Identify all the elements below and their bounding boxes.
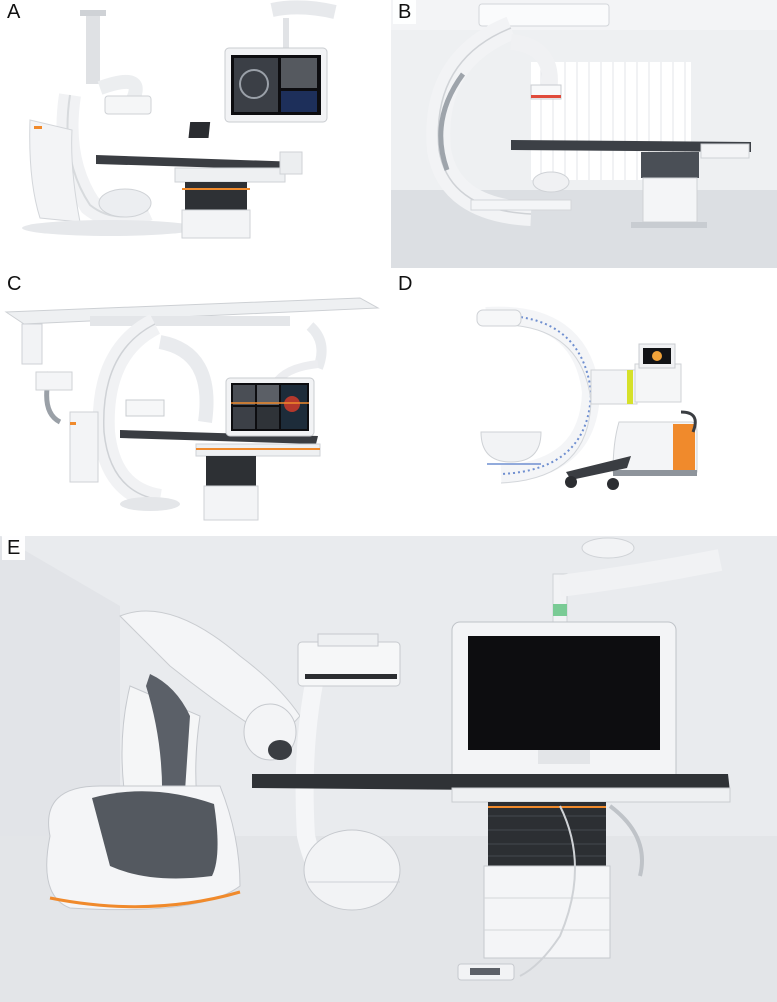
panel-e-illustration — [0, 536, 777, 1002]
panel-c-illustration — [4, 297, 380, 521]
panel-c-ceiling-rail-system-photo: C — [0, 272, 388, 534]
panel-e-robotic-c-arm-photo: E — [0, 536, 777, 1002]
panel-label-a: A — [2, 0, 26, 24]
x-ray-tube — [480, 431, 542, 463]
panel-d-mobile-c-arm-photo: D — [391, 272, 777, 534]
table-column-bellows — [185, 182, 247, 210]
patient-table — [96, 155, 300, 170]
panel-a-illustration — [22, 0, 337, 239]
tube-housing — [532, 171, 570, 193]
ceiling-post — [86, 12, 100, 84]
panel-label-b: B — [393, 0, 417, 24]
cart-wheel — [607, 478, 619, 490]
table-column-bellows — [206, 456, 256, 486]
panel-label-e: E — [2, 536, 26, 560]
tube-housing — [98, 188, 152, 218]
panel-b-illustration — [391, 0, 777, 268]
image-intensifier — [476, 309, 522, 327]
detector — [125, 399, 165, 417]
table-base — [483, 865, 611, 959]
table-column — [642, 177, 698, 223]
tube-housing — [303, 829, 401, 911]
panel-b-room-c-arm-photo: B — [391, 0, 777, 268]
table-column-bellows — [488, 802, 606, 866]
panel-a-ceiling-c-arm-photo: A — [0, 0, 388, 265]
monitor-screen — [468, 636, 660, 750]
panel-label-c: C — [2, 272, 27, 296]
patient-table — [120, 430, 318, 444]
cart-wheel — [565, 476, 577, 488]
patient-table — [511, 140, 751, 152]
c-arm-lateral — [158, 335, 214, 423]
detector — [104, 95, 152, 115]
flat-detector — [297, 641, 401, 687]
control-tablet — [188, 122, 211, 138]
panel-d-illustration — [476, 306, 698, 490]
ceiling-rail — [478, 3, 610, 27]
panel-label-d: D — [393, 272, 418, 296]
